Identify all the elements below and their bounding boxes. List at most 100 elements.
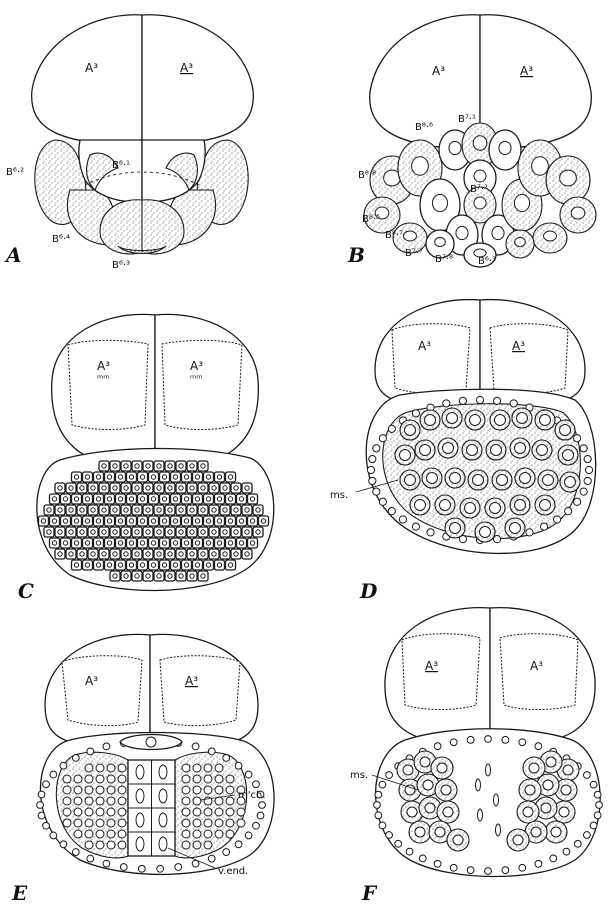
mesoderm-nucleus — [193, 819, 201, 827]
ectoderm-cell — [580, 488, 587, 495]
cell-nucleus — [118, 475, 122, 479]
cell-nucleus — [80, 552, 84, 556]
cell-nucleus — [190, 486, 194, 490]
cell-nucleus — [520, 473, 531, 484]
cell-nucleus — [473, 136, 487, 151]
cell-nucleus — [423, 780, 433, 790]
cell-nucleus — [195, 541, 199, 545]
mesoderm-nucleus — [226, 786, 234, 794]
cell-nucleus — [184, 519, 188, 523]
cell-nucleus — [80, 508, 84, 512]
notochord-slit — [496, 824, 501, 836]
label-b85: B⁸·⁵ — [362, 214, 380, 225]
cell-nucleus — [529, 763, 539, 773]
cell-nucleus — [245, 486, 249, 490]
cell-nucleus — [146, 486, 150, 490]
cell-nucleus — [467, 445, 478, 456]
ectoderm-cell — [406, 848, 413, 855]
ectoderm-cell — [72, 849, 79, 856]
cell-nucleus — [135, 530, 139, 534]
cell-nucleus — [239, 497, 243, 501]
ectoderm-cell — [245, 771, 252, 778]
cell-nucleus — [157, 464, 161, 468]
cell-nucleus — [135, 552, 139, 556]
a3-left-cell — [32, 15, 142, 145]
ectoderm-cell — [43, 781, 50, 788]
ectoderm-cell — [443, 400, 450, 407]
a3-right-cell — [480, 15, 591, 150]
cell-nucleus — [85, 541, 89, 545]
label-b63: B⁶·³ — [112, 260, 130, 271]
label-a3-right: A³ — [512, 339, 525, 353]
mesoderm-nucleus — [182, 764, 190, 772]
cell-nucleus — [113, 508, 117, 512]
cell-nucleus — [162, 497, 166, 501]
a3-right-nucleus — [490, 324, 568, 394]
cell-nucleus — [223, 530, 227, 534]
ectoderm-cell — [590, 781, 597, 788]
cell-nucleus — [228, 563, 232, 567]
cell-nucleus — [184, 563, 188, 567]
ectoderm-cell — [367, 466, 374, 473]
ectoderm-cell — [450, 739, 457, 746]
cell-nucleus — [129, 475, 133, 479]
ectoderm-cell — [379, 822, 386, 829]
cell-nucleus — [102, 530, 106, 534]
cell-nucleus — [52, 497, 56, 501]
notochord-slit — [494, 794, 499, 806]
mesoderm-nucleus — [118, 786, 126, 794]
ectoderm-cell — [60, 762, 67, 769]
panel-a: A³ A³ B⁶·¹ B⁶·² B⁶·⁴ B⁶·³ A — [4, 15, 253, 271]
label-a3-right: A³ — [520, 64, 533, 78]
mesoderm-nucleus — [204, 786, 212, 794]
ectoderm-cell — [412, 410, 419, 417]
mesoderm-nucleus — [215, 764, 223, 772]
ectoderm-cell — [553, 516, 560, 523]
cell-nucleus — [113, 464, 117, 468]
ectoderm-cell — [590, 822, 597, 829]
ectoderm-cell — [419, 855, 426, 862]
cell-nucleus — [531, 827, 541, 837]
cell-nucleus — [107, 519, 111, 523]
cell-nucleus — [179, 552, 183, 556]
cell-nucleus — [474, 197, 486, 209]
cell-nucleus — [563, 450, 574, 461]
mesoderm-nucleus — [193, 830, 201, 838]
label-b62: B⁶·² — [6, 167, 24, 178]
cell-nucleus — [140, 497, 144, 501]
mesoderm-nucleus — [85, 775, 93, 783]
cell-nucleus — [96, 519, 100, 523]
cell-nucleus — [250, 519, 254, 523]
cell-nucleus — [405, 425, 416, 436]
label-b77: B⁷·⁷ — [405, 248, 423, 259]
mesoderm-nucleus — [107, 841, 115, 849]
cell-nucleus — [515, 500, 526, 511]
cell-nucleus — [190, 574, 194, 578]
mesoderm-nucleus — [226, 808, 234, 816]
label-b72: B⁷·² — [470, 184, 488, 195]
cell-nucleus — [146, 552, 150, 556]
panel-d: A³ A³ ms. D — [330, 300, 596, 603]
mesoderm-nucleus — [118, 808, 126, 816]
cell-nucleus — [80, 530, 84, 534]
cell-nucleus — [140, 541, 144, 545]
ectoderm-cell — [235, 762, 242, 769]
cell-nucleus — [151, 563, 155, 567]
cell-nucleus — [515, 237, 526, 246]
mesoderm-nucleus — [74, 775, 82, 783]
cell-nucleus — [74, 519, 78, 523]
mesoderm-nucleus — [204, 775, 212, 783]
cell-nucleus — [561, 785, 571, 795]
cell-nucleus — [91, 530, 95, 534]
mesoderm-nucleus — [182, 786, 190, 794]
ectoderm-cell — [526, 529, 533, 536]
mesoderm-nucleus — [63, 786, 71, 794]
cell-nucleus — [432, 194, 447, 211]
mesoderm-nucleus — [85, 797, 93, 805]
label-a3-left: A³ — [425, 659, 438, 673]
cell-nucleus — [456, 226, 468, 239]
cell-nucleus — [223, 486, 227, 490]
cell-nucleus — [135, 486, 139, 490]
cell-nucleus — [41, 519, 45, 523]
mesoderm-nucleus — [96, 797, 104, 805]
